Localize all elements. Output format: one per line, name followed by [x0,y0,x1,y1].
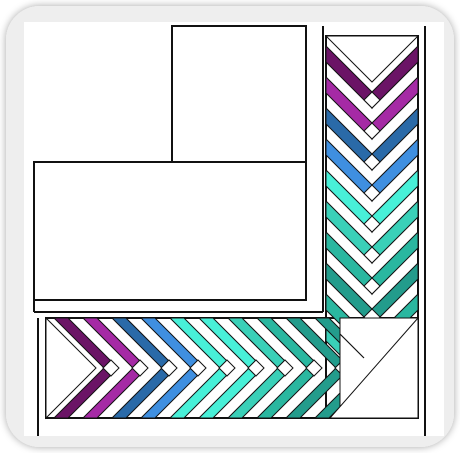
quilt-illustration [0,0,460,453]
quilt-canvas [0,0,460,453]
